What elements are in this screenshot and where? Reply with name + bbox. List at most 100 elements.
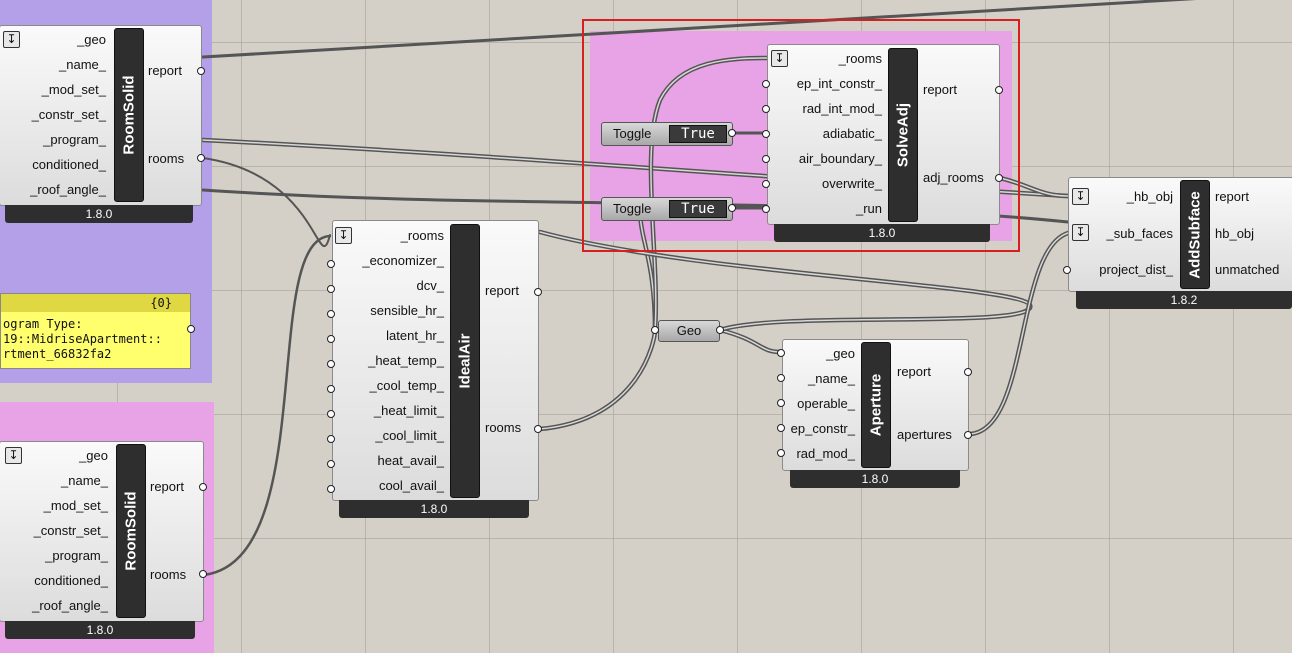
input-constr-set[interactable]: _constr_set_ bbox=[31, 107, 106, 122]
input-port-cool-avail[interactable] bbox=[327, 485, 335, 493]
output-port-apertures[interactable] bbox=[964, 431, 972, 439]
input-heat-temp[interactable]: _heat_temp_ bbox=[368, 353, 444, 368]
input-name[interactable]: _name_ bbox=[61, 473, 108, 488]
input-heat-limit[interactable]: _heat_limit_ bbox=[373, 403, 444, 418]
component-name-bar[interactable]: RoomSolid bbox=[114, 28, 144, 202]
toggle-2-output-port[interactable] bbox=[728, 204, 736, 212]
input-port-run[interactable] bbox=[762, 205, 770, 213]
input-overwrite[interactable]: overwrite_ bbox=[822, 176, 882, 191]
output-rooms[interactable]: rooms bbox=[150, 567, 187, 582]
input-geo[interactable]: _geo bbox=[79, 448, 108, 463]
input-operable[interactable]: operable_ bbox=[797, 396, 855, 411]
text-panel[interactable]: {0} ogram Type: 19::MidriseApartment:: r… bbox=[0, 293, 191, 369]
input-economizer[interactable]: _economizer_ bbox=[362, 253, 444, 268]
input-project-dist[interactable]: project_dist_ bbox=[1099, 262, 1173, 277]
roomsolid-component-bottom[interactable]: ↧ _geo _name_ _mod_set_ _constr_set_ _pr… bbox=[0, 441, 207, 639]
output-rooms[interactable]: rooms bbox=[148, 151, 185, 166]
aperture-component[interactable]: _geo _name_ operable_ ep_constr_ rad_mod… bbox=[777, 339, 973, 491]
input-roof-angle[interactable]: _roof_angle_ bbox=[30, 182, 106, 197]
input-run[interactable]: _run bbox=[855, 201, 882, 216]
output-port-report[interactable] bbox=[197, 67, 205, 75]
input-rooms[interactable]: _rooms bbox=[838, 51, 882, 66]
output-port-rooms[interactable] bbox=[534, 425, 542, 433]
component-name-bar[interactable]: AddSubface bbox=[1180, 180, 1210, 289]
input-heat-avail[interactable]: heat_avail_ bbox=[377, 453, 445, 468]
down-arrow-icon[interactable]: ↧ bbox=[335, 227, 352, 244]
input-conditioned[interactable]: conditioned_ bbox=[34, 573, 108, 588]
input-port-overwrite[interactable] bbox=[762, 180, 770, 188]
geo-output-port[interactable] bbox=[716, 326, 724, 334]
input-port-name[interactable] bbox=[777, 374, 785, 382]
output-report[interactable]: report bbox=[148, 63, 182, 78]
input-port-sensible-hr[interactable] bbox=[327, 310, 335, 318]
input-port-rad-mod[interactable] bbox=[777, 449, 785, 457]
input-geo[interactable]: _geo bbox=[826, 346, 855, 361]
input-port-air-boundary[interactable] bbox=[762, 155, 770, 163]
input-cool-avail[interactable]: cool_avail_ bbox=[378, 478, 444, 493]
input-mod-set[interactable]: _mod_set_ bbox=[41, 82, 106, 97]
boolean-toggle-2[interactable]: Toggle True bbox=[601, 197, 733, 221]
output-report[interactable]: report bbox=[897, 364, 931, 379]
down-arrow-icon[interactable]: ↧ bbox=[1072, 188, 1089, 205]
input-port-cool-temp[interactable] bbox=[327, 385, 335, 393]
output-report[interactable]: report bbox=[150, 479, 184, 494]
input-port-dcv[interactable] bbox=[327, 285, 335, 293]
component-name-bar[interactable]: SolveAdj bbox=[888, 48, 918, 222]
input-port-ep-constr[interactable] bbox=[777, 424, 785, 432]
down-arrow-icon[interactable]: ↧ bbox=[771, 50, 788, 67]
output-unmatched[interactable]: unmatched bbox=[1215, 262, 1280, 277]
input-constr-set[interactable]: _constr_set_ bbox=[33, 523, 108, 538]
down-arrow-icon[interactable]: ↧ bbox=[1072, 224, 1089, 241]
input-port-economizer[interactable] bbox=[327, 260, 335, 268]
input-sub-faces[interactable]: _sub_faces bbox=[1106, 226, 1174, 241]
output-report[interactable]: report bbox=[485, 283, 519, 298]
geo-parameter[interactable]: Geo bbox=[658, 320, 720, 342]
component-name-bar[interactable]: Aperture bbox=[861, 342, 891, 468]
input-adiabatic[interactable]: adiabatic_ bbox=[822, 126, 882, 141]
input-conditioned[interactable]: conditioned_ bbox=[32, 157, 106, 172]
input-port-rad-int-mod[interactable] bbox=[762, 105, 770, 113]
input-roof-angle[interactable]: _roof_angle_ bbox=[32, 598, 108, 613]
output-adj-rooms[interactable]: adj_rooms bbox=[923, 170, 984, 185]
input-port-geo[interactable] bbox=[777, 349, 785, 357]
output-port-rooms[interactable] bbox=[197, 154, 205, 162]
input-port-heat-temp[interactable] bbox=[327, 360, 335, 368]
input-port-heat-avail[interactable] bbox=[327, 460, 335, 468]
input-sensible-hr[interactable]: sensible_hr_ bbox=[370, 303, 444, 318]
output-apertures[interactable]: apertures bbox=[897, 427, 952, 442]
output-port-adj-rooms[interactable] bbox=[995, 174, 1003, 182]
input-geo[interactable]: _geo bbox=[77, 32, 106, 47]
component-name-bar[interactable]: IdealAir bbox=[450, 224, 480, 498]
input-rooms[interactable]: _rooms bbox=[400, 228, 444, 243]
input-port-ep-int-constr[interactable] bbox=[762, 80, 770, 88]
output-port-report[interactable] bbox=[964, 368, 972, 376]
input-port-operable[interactable] bbox=[777, 399, 785, 407]
toggle-value[interactable]: True bbox=[669, 200, 727, 218]
input-port-latent-hr[interactable] bbox=[327, 335, 335, 343]
output-port-report[interactable] bbox=[534, 288, 542, 296]
input-port-project-dist[interactable] bbox=[1063, 266, 1071, 274]
input-ep-constr[interactable]: ep_constr_ bbox=[790, 421, 855, 436]
panel-output-port[interactable] bbox=[187, 325, 195, 333]
input-cool-limit[interactable]: _cool_limit_ bbox=[375, 428, 444, 443]
input-mod-set[interactable]: _mod_set_ bbox=[43, 498, 108, 513]
panel-header[interactable] bbox=[1, 294, 190, 312]
input-dcv[interactable]: dcv_ bbox=[416, 278, 444, 293]
boolean-toggle-1[interactable]: Toggle True bbox=[601, 122, 733, 146]
input-rad-int-mod[interactable]: rad_int_mod_ bbox=[802, 101, 883, 116]
toggle-value[interactable]: True bbox=[669, 125, 727, 143]
component-name-bar[interactable]: RoomSolid bbox=[116, 444, 146, 618]
input-rad-mod[interactable]: rad_mod_ bbox=[796, 446, 855, 461]
solveadj-component[interactable]: ↧ _rooms ep_int_constr_ rad_int_mod_ adi… bbox=[762, 44, 1005, 244]
input-program[interactable]: _program_ bbox=[43, 132, 106, 147]
down-arrow-icon[interactable]: ↧ bbox=[5, 447, 22, 464]
output-report[interactable]: report bbox=[1215, 189, 1249, 204]
output-port-report[interactable] bbox=[995, 86, 1003, 94]
geo-input-port[interactable] bbox=[651, 326, 659, 334]
input-cool-temp[interactable]: _cool_temp_ bbox=[369, 378, 444, 393]
toggle-1-output-port[interactable] bbox=[728, 129, 736, 137]
addsubface-component[interactable]: ↧ ↧ _hb_obj _sub_faces project_dist_ Add… bbox=[1063, 177, 1292, 311]
input-program[interactable]: _program_ bbox=[45, 548, 108, 563]
roomsolid-component-top[interactable]: ↧ _geo _name_ _mod_set_ _constr_set_ _pr… bbox=[0, 25, 205, 223]
